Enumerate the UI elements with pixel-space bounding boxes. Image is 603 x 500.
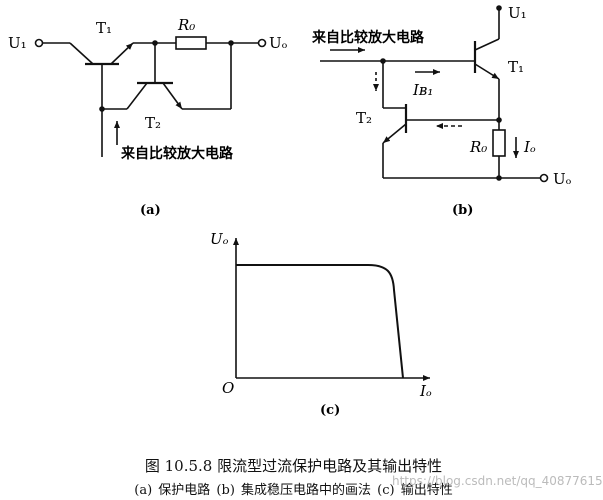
circuit-a bbox=[34, 36, 267, 157]
origin-label: O bbox=[222, 379, 234, 397]
t1-label-a: T₁ bbox=[96, 19, 112, 37]
panel-a-label: (a) bbox=[140, 203, 161, 218]
t2-label-b: T₂ bbox=[356, 109, 372, 127]
output-terminal-a bbox=[257, 38, 267, 48]
watermark: https://blog.csdn.net/qq_40877615 bbox=[392, 474, 603, 488]
figure-subtitle: (a) 保护电路 (b) 集成稳压电路中的画法 (c) 输出特性 bbox=[134, 483, 453, 498]
characteristic-curve bbox=[236, 264, 404, 379]
input-label-a: U₁ bbox=[8, 34, 27, 52]
output-label-b: Uₒ bbox=[553, 170, 572, 188]
source-note-a: 来自比较放大电路 bbox=[120, 145, 234, 162]
resistor-r0-a bbox=[175, 36, 207, 50]
circuit-b bbox=[320, 8, 549, 183]
panel-b-label: (b) bbox=[452, 203, 473, 218]
source-note-b: 来自比较放大电路 bbox=[311, 29, 425, 46]
ib1-label: Iʙ₁ bbox=[412, 81, 433, 99]
output-characteristic bbox=[233, 238, 430, 381]
r0-label-a: R₀ bbox=[177, 16, 195, 34]
r0-label-b: R₀ bbox=[469, 138, 487, 156]
io-label: Iₒ bbox=[523, 138, 536, 156]
t1-label-b: T₁ bbox=[508, 58, 524, 76]
figure-title: 图 10.5.8 限流型过流保护电路及其输出特性 bbox=[144, 457, 443, 475]
resistor-r0-b bbox=[492, 129, 506, 157]
output-terminal-b bbox=[539, 173, 549, 183]
input-terminal-a bbox=[34, 38, 44, 48]
t2-label-a: T₂ bbox=[145, 114, 161, 132]
panel-c-label: (c) bbox=[320, 403, 340, 418]
y-axis-label: Uₒ bbox=[210, 230, 229, 248]
output-label-a: Uₒ bbox=[269, 34, 288, 52]
figure-diagram: U₁ T₁ R₀ Uₒ T₂ 来自比较放大电路 (a) 来自比较放大电路 U₁ … bbox=[8, 4, 572, 418]
input-label-b: U₁ bbox=[508, 4, 527, 22]
x-axis-label: Iₒ bbox=[419, 382, 432, 400]
